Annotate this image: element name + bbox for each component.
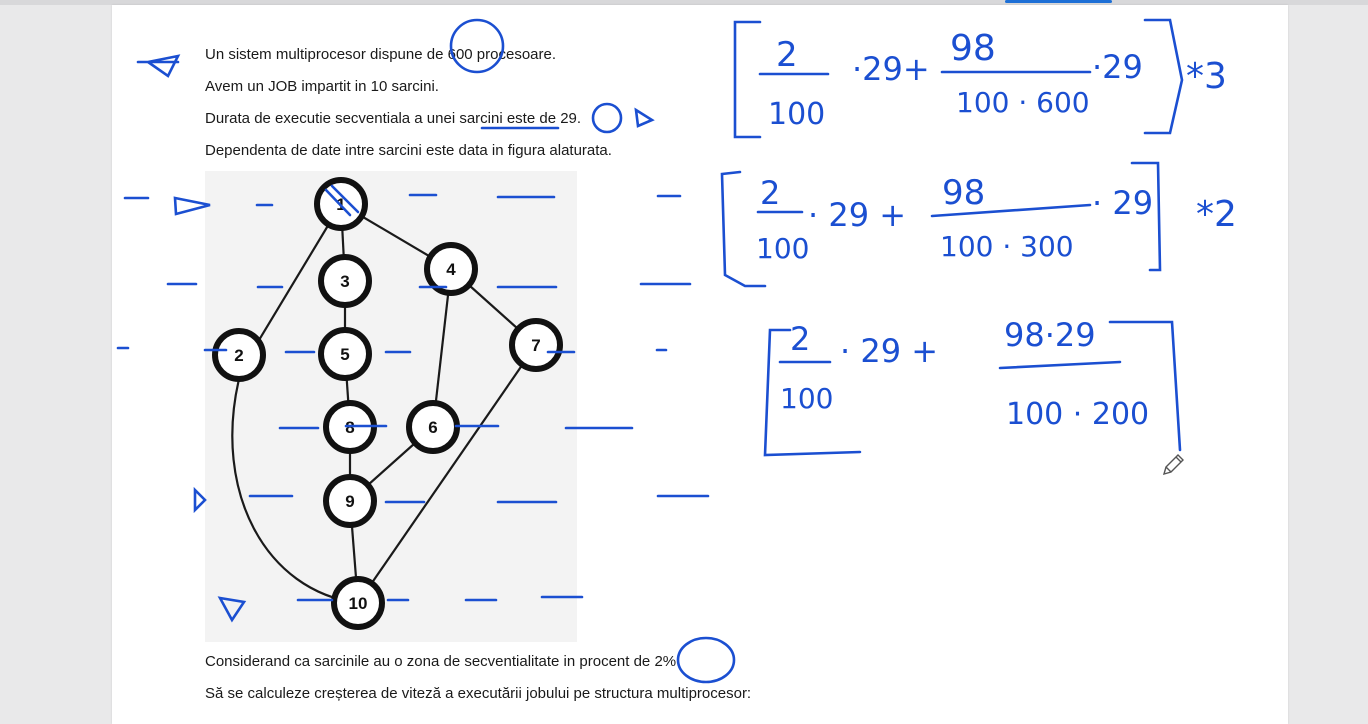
eq2-den2: 100 · 300 <box>940 230 1074 263</box>
pencil-icon[interactable] <box>1160 452 1186 478</box>
ink-arrow-2 <box>123 196 211 216</box>
ink-dash-row-1 <box>255 193 682 207</box>
ink-bracket-open-1 <box>733 20 762 139</box>
eq1-den2: 100 · 600 <box>956 86 1090 119</box>
text-line-6: Să se calculeze creșterea de viteză a ex… <box>205 685 752 702</box>
ink-bracket-close-2 <box>1130 161 1162 272</box>
text-line-2: Avem un JOB impartit in 10 sarcini. <box>205 78 439 95</box>
eq2-mult: *2 <box>1196 194 1237 235</box>
eq3-den2: 100 · 200 <box>1006 397 1149 432</box>
graph-node-4: 4 <box>424 242 478 296</box>
eq3-den1: 100 <box>780 382 833 415</box>
ink-math: 2 100 ·29+ 98 100 · 600 ·29 *3 2 100 · 2… <box>756 28 1237 432</box>
eq1-num1: 2 <box>776 35 798 75</box>
ink-fraction-bar-2b <box>930 203 1092 218</box>
graph-node-3: 3 <box>318 254 372 308</box>
text-line-4: Dependenta de date intre sarcini este da… <box>205 142 612 159</box>
eq2-num1: 2 <box>760 174 780 212</box>
ink-dash-row-5 <box>248 494 710 504</box>
ink-dash-row-2 <box>166 282 692 289</box>
ink-bracket-open-2 <box>720 170 767 288</box>
text-line-3: Durata de executie secventiala a unei sa… <box>205 110 582 127</box>
ink-arrow-4 <box>217 596 247 623</box>
eq3-num2: 98·29 <box>1004 316 1096 354</box>
ink-arrow-3 <box>193 486 207 514</box>
text-line-5: Considerand ca sarcinile au o zona de se… <box>205 653 681 670</box>
ink-dash-row-3 <box>116 346 668 354</box>
eq1-tail: ·29 <box>1092 48 1143 86</box>
eq3-mid: · 29 + <box>840 332 938 370</box>
graph-node-7: 7 <box>509 318 563 372</box>
graph-node-label: 4 <box>446 260 456 279</box>
ink-bracket-close-1 <box>1143 18 1184 135</box>
graph-node-9: 9 <box>323 474 377 528</box>
ink-circle-2pct <box>676 636 736 684</box>
graph-node-label: 7 <box>531 336 540 355</box>
graph-node-6: 6 <box>406 400 460 454</box>
ink-dash-row-6 <box>296 595 584 602</box>
graph-node-label: 3 <box>340 272 349 291</box>
eq2-den1: 100 <box>756 232 809 265</box>
eq3-num1: 2 <box>790 320 810 358</box>
ink-bracket-close-3 <box>1108 320 1182 452</box>
active-tab-indicator[interactable] <box>1005 0 1112 3</box>
eq2-tail: · 29 <box>1092 184 1153 222</box>
ink-fraction-bar-3b <box>998 360 1122 370</box>
graph-edges <box>231 203 537 605</box>
ink-bracket-open-3 <box>763 328 862 457</box>
ink-arrow-1 <box>136 54 181 78</box>
eq2-mid: · 29 + <box>808 196 906 234</box>
ink-circle-29 <box>591 102 623 134</box>
eq1-mult: *3 <box>1186 56 1227 97</box>
eq1-num2: 98 <box>950 28 996 69</box>
graph-node-5: 5 <box>318 327 372 381</box>
eq1-mid: ·29+ <box>852 50 930 88</box>
graph-node-label: 5 <box>340 345 349 364</box>
text-line-1: Un sistem multiprocesor dispune de 600 p… <box>205 46 557 63</box>
graph-node-label: 8 <box>345 418 354 437</box>
graph-node-10: 10 <box>331 576 385 630</box>
ink-mark-29 <box>634 107 655 128</box>
ink-strokes <box>116 18 1184 684</box>
graph-node-label: 2 <box>234 346 243 365</box>
ink-dash-row-4 <box>278 424 634 430</box>
top-bar <box>0 0 1368 5</box>
eq2-num2: 98 <box>942 173 985 213</box>
document-page: Un sistem multiprocesor dispune de 600 p… <box>112 5 1288 724</box>
graph-node-2: 2 <box>212 328 266 382</box>
graph-node-label: 10 <box>349 594 368 613</box>
graph-node-label: 9 <box>345 492 354 511</box>
eq1-den1: 100 <box>768 97 825 132</box>
ink-scribble-node-1 <box>324 184 360 217</box>
ink-circle-600 <box>449 18 505 74</box>
graph-node-label: 6 <box>428 418 437 437</box>
